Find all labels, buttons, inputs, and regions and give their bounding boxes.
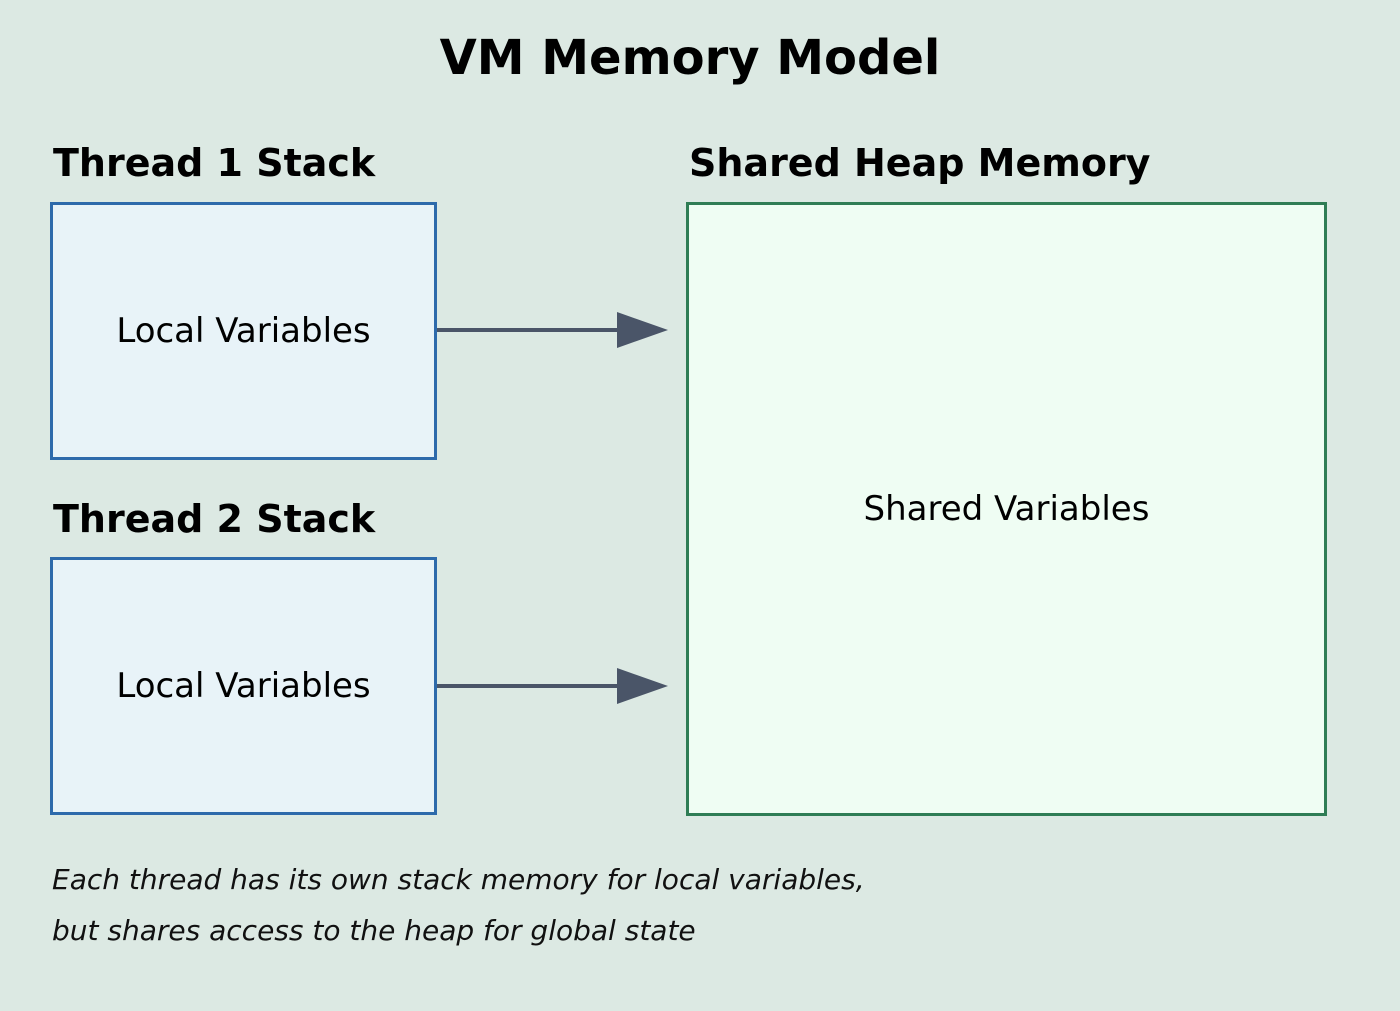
caption-line-1: Each thread has its own stack memory for… [52,863,865,896]
thread2-stack-label: Thread 2 Stack [53,497,376,541]
shared-heap-label: Shared Heap Memory [689,141,1151,185]
thread2-to-heap-arrow [437,668,668,704]
thread1-to-heap-arrow [437,312,668,348]
shared-variables-label: Shared Variables [863,489,1150,529]
caption-line-2: but shares access to the heap for global… [52,914,696,947]
thread1-local-variables-label: Local Variables [116,311,371,351]
thread1-stack-label: Thread 1 Stack [53,141,376,185]
thread2-local-variables-label: Local Variables [116,666,371,706]
thread2-stack-box: Local Variables [50,557,437,815]
diagram-title: VM Memory Model [439,30,941,86]
thread1-stack-box: Local Variables [50,202,437,460]
shared-heap-box: Shared Variables [686,202,1327,816]
